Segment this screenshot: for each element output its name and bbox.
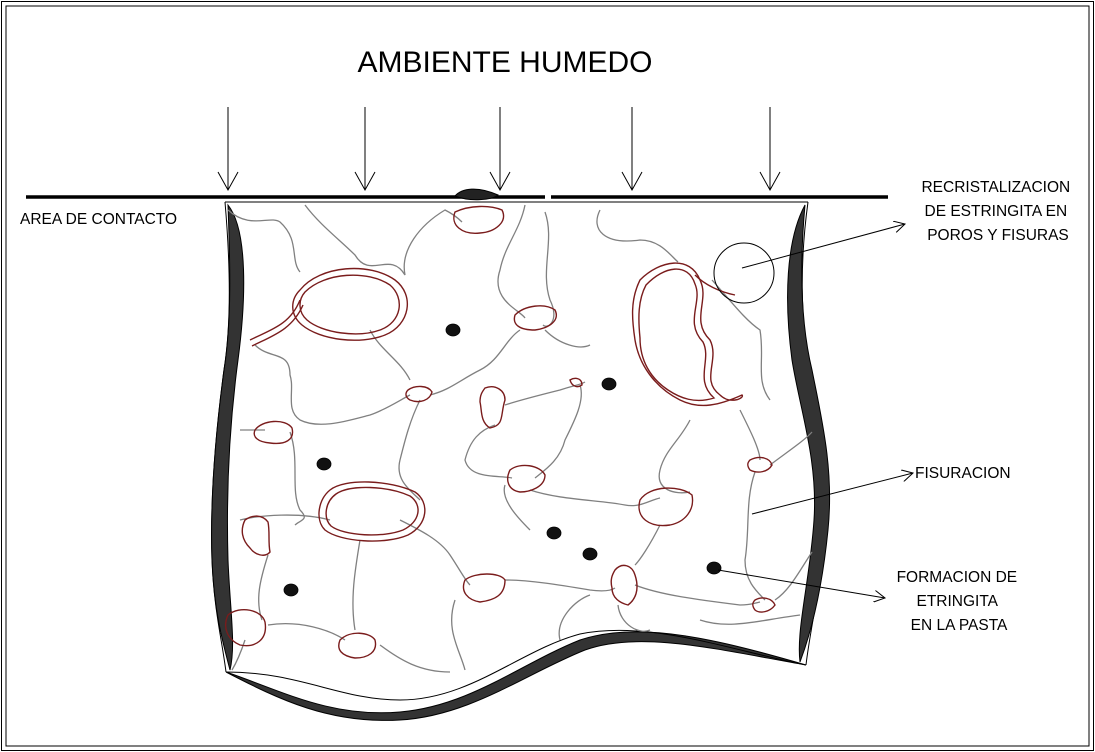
label-cracking: FISURACION — [915, 465, 1011, 482]
moisture-arrow-4 — [621, 107, 643, 192]
ettringite-dot — [601, 377, 617, 391]
moisture-arrow-3 — [489, 107, 511, 192]
moisture-arrow-1 — [217, 107, 239, 192]
annotation-leaders — [717, 224, 913, 598]
contact-surface — [26, 188, 888, 203]
moisture-arrow-5 — [759, 107, 781, 192]
ettringite-dot — [316, 457, 332, 471]
label-ettringite-formation: FORMACION DE ETRINGITA EN LA PASTA — [897, 569, 1022, 634]
moisture-arrows — [217, 107, 781, 192]
drawing-border-inner — [5, 5, 1090, 747]
ettringite-dot — [706, 561, 722, 575]
ettringite-dot — [445, 323, 461, 337]
label-recrystallization: RECRISTALIZACION DE ESTRINGITA EN POROS … — [921, 179, 1074, 244]
ettringite-dot — [582, 547, 598, 561]
recrystallization-circle — [713, 242, 775, 304]
moisture-arrow-2 — [354, 107, 376, 192]
pores-and-voids — [224, 205, 776, 659]
concrete-specimen — [211, 201, 831, 721]
diagram-title: AMBIENTE HUMEDO — [357, 46, 652, 79]
ettringite-dot — [283, 583, 299, 597]
ettringite-dots — [283, 323, 722, 597]
crack-network — [227, 204, 813, 673]
label-contact-area: AREA DE CONTACTO — [20, 211, 177, 228]
ettringite-dot — [546, 526, 562, 540]
